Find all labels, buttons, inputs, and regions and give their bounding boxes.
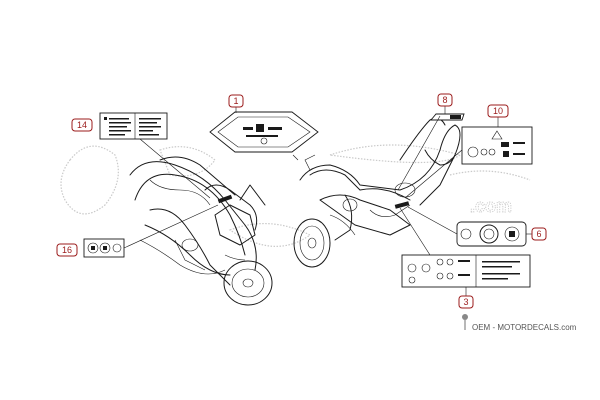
callout-3: 3: [458, 295, 474, 309]
callout-14: 14: [71, 118, 93, 132]
motorcycle-rear-view: [129, 156, 273, 306]
watermark: .com: [60, 144, 531, 247]
label-8: [430, 113, 465, 121]
callout-1: 1: [228, 94, 244, 108]
callout-8-number: 8: [442, 95, 447, 105]
callout-10-number: 10: [493, 106, 503, 116]
callout-16: 16: [56, 243, 78, 257]
label-14: [99, 112, 168, 140]
label-1-diamond: [209, 111, 319, 153]
callout-6: 6: [531, 227, 547, 241]
callout-1-number: 1: [233, 96, 238, 106]
leader-lines: [123, 106, 532, 296]
label-16: [83, 238, 125, 258]
callout-10: 10: [487, 104, 509, 118]
brand-footer: OEM - MOTORDECALS.com: [462, 314, 577, 332]
label-6: [456, 221, 527, 247]
label-10: [461, 126, 533, 165]
callout-8: 8: [437, 93, 453, 107]
callout-16-number: 16: [62, 245, 72, 255]
callout-14-number: 14: [77, 120, 87, 130]
watermark-text: .com: [470, 196, 512, 216]
callout-6-number: 6: [536, 229, 541, 239]
label-3: [401, 254, 531, 288]
pin-logo-icon: [462, 314, 468, 330]
brand-text: OEM - MOTORDECALS.com: [472, 323, 577, 332]
motorcycle-front-view: [292, 117, 461, 268]
callout-3-number: 3: [463, 297, 468, 307]
